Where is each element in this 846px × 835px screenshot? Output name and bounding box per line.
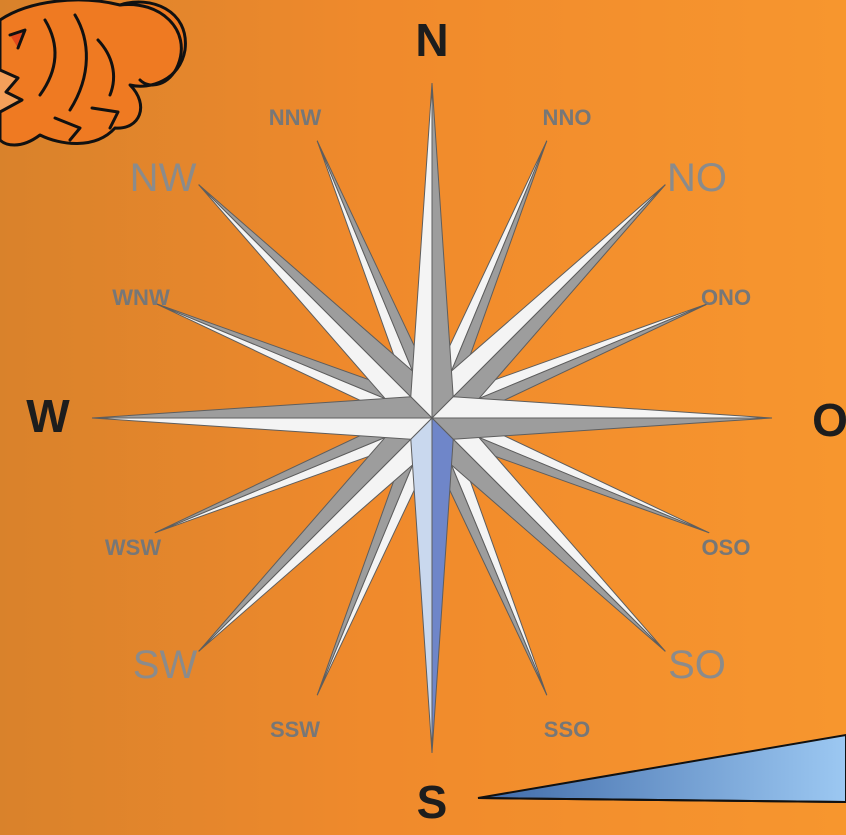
star-point-nw-right [199, 185, 432, 418]
star-point-so-right [432, 418, 665, 651]
label-sso: SSO [544, 719, 590, 741]
star-point-no-right [432, 185, 665, 418]
pointer-triangle-icon [478, 735, 846, 802]
star-point-s-left [432, 418, 453, 753]
label-no: NO [667, 158, 727, 198]
label-wnw: WNW [112, 287, 169, 309]
label-o: O [812, 397, 846, 443]
label-s: S [417, 779, 448, 825]
label-wsw: WSW [105, 537, 161, 559]
label-nnw: NNW [269, 107, 322, 129]
star-point-w-right [92, 397, 432, 418]
label-oso: OSO [702, 537, 751, 559]
star-point-o-right [432, 418, 772, 439]
star-point-n-left [411, 83, 432, 418]
star-point-n-right [432, 83, 453, 418]
label-sw: SW [133, 645, 197, 685]
label-ono: ONO [701, 287, 751, 309]
label-so: SO [668, 645, 726, 685]
dragon-mascot-icon [0, 0, 185, 145]
star-point-o-left [432, 397, 772, 418]
star-point-s-right [411, 418, 432, 753]
star-point-w-left [92, 418, 432, 439]
label-nno: NNO [543, 107, 592, 129]
label-nw: NW [130, 158, 197, 198]
label-ssw: SSW [270, 719, 320, 741]
label-w: W [26, 393, 69, 439]
label-n: N [415, 17, 448, 63]
star-point-sw-right [199, 418, 432, 651]
